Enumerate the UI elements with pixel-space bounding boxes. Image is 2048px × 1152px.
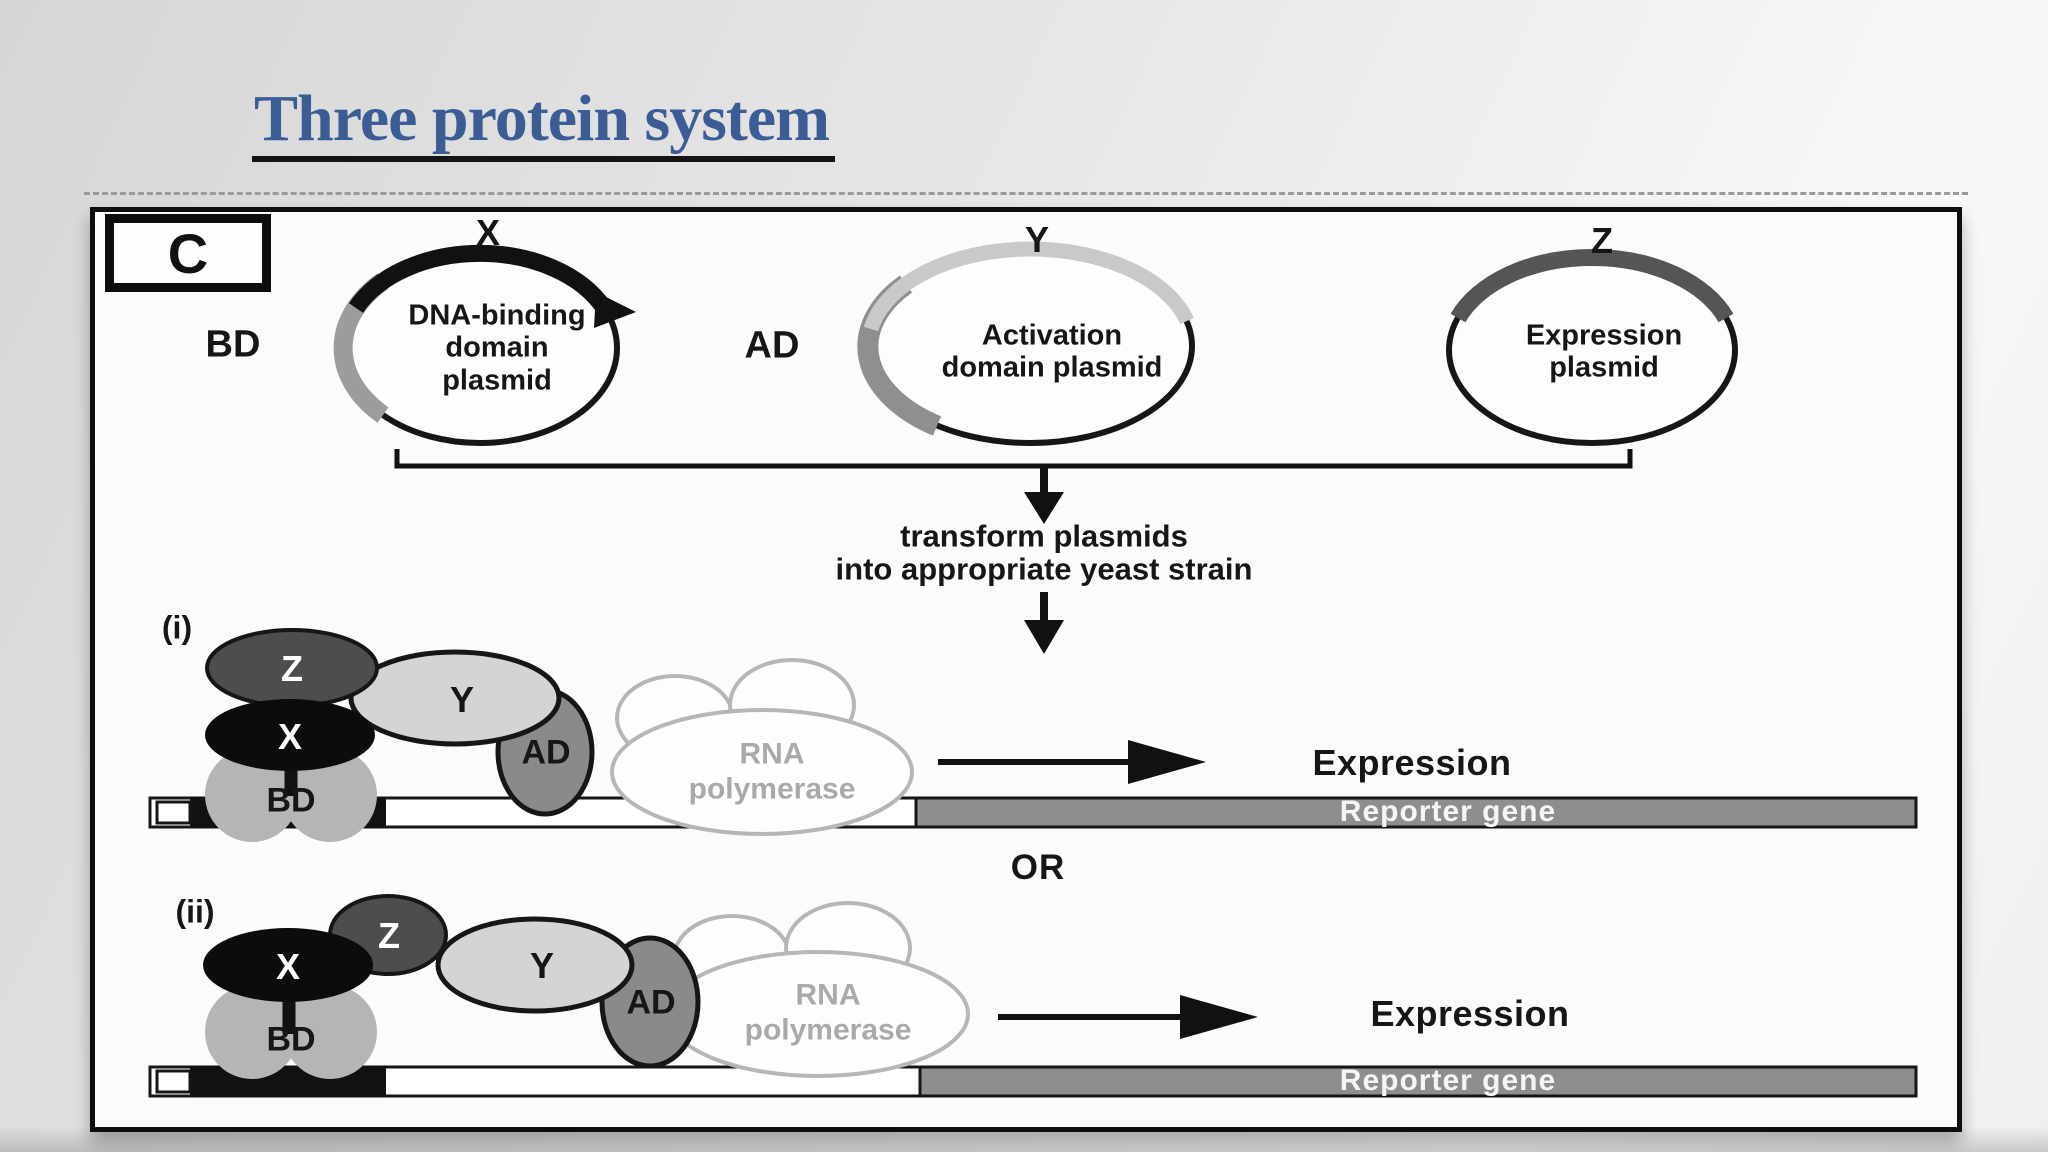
- gene-x-label: X: [475, 212, 501, 253]
- panel-letter-box: C: [105, 214, 271, 292]
- reporter-gene-ii-label: Reporter gene: [1339, 1064, 1557, 1097]
- flow-arrow-2-head: [1024, 620, 1064, 654]
- expression-result-ii: Expression: [1370, 993, 1570, 1034]
- dashed-divider: [84, 192, 1968, 195]
- bd-protein-lobe: [283, 748, 377, 842]
- plasmid-expression-name: Expression plasmid: [1525, 319, 1683, 384]
- rna-polymerase-body-i: [610, 708, 914, 836]
- plasmid-expression-gene-z-arc: [1450, 249, 1734, 323]
- x-protein-i: [205, 699, 375, 771]
- rna-polymerase-i-label: RNA polymerase: [688, 737, 856, 806]
- section-ii-label: (ii): [175, 893, 215, 930]
- gene-y-label: Y: [1024, 219, 1050, 260]
- plasmid-ad: [857, 241, 1195, 446]
- or-label: OR: [1010, 848, 1066, 887]
- section-i-label: (i): [161, 609, 193, 646]
- y-protein-i-label: Y: [449, 679, 475, 720]
- bd-protein-ii-label: BD: [266, 1020, 316, 1059]
- section-ii-shapes: [148, 894, 1918, 1098]
- gene-z-label: Z: [1591, 220, 1613, 261]
- plasmid-ad-gene-y-arc: [863, 241, 1194, 332]
- z-protein-ii-label: Z: [378, 915, 400, 956]
- y-protein-ii-label: Y: [529, 945, 555, 986]
- z-protein-i-label: Z: [281, 648, 303, 689]
- reporter-gene-bar-i: [914, 796, 1918, 829]
- x-protein-i-label: X: [277, 716, 303, 757]
- plasmid-expression: [1446, 249, 1738, 446]
- transform-step-text: transform plasmids into appropriate yeas…: [835, 518, 1253, 587]
- bd-protein-i-label: BD: [266, 781, 316, 820]
- x-protein-ii-label: X: [275, 946, 301, 987]
- bd-protein-lobe: [205, 985, 299, 1079]
- bracket-line: [394, 449, 1633, 469]
- expression-arrow-i-head: [1128, 740, 1206, 784]
- reporter-gene-bar-ii: [918, 1065, 1918, 1098]
- plasmid-bd-arc-arrowhead: [594, 292, 636, 328]
- bd-protein-lobe: [283, 985, 377, 1079]
- x-protein-ii: [203, 928, 373, 1002]
- reporter-gene-i-label: Reporter gene: [1339, 795, 1557, 828]
- ad-protein-i-label: AD: [521, 733, 571, 772]
- operator-white-box-ii: [155, 1069, 192, 1094]
- ad-domain-label: AD: [744, 324, 800, 367]
- y-protein-i: [348, 649, 562, 747]
- flow-arrow-1-head: [1024, 492, 1064, 524]
- bd-domain-label: BD: [205, 323, 261, 366]
- operator-white-box-i: [155, 800, 192, 825]
- plasmid-bd: [333, 244, 636, 446]
- expression-result-i: Expression: [1312, 742, 1512, 783]
- rna-polymerase-ii-label: RNA polymerase: [744, 978, 912, 1047]
- expression-arrow-ii-head: [1180, 995, 1258, 1039]
- page-title: Three protein system: [252, 84, 836, 163]
- bd-protein-lobe: [205, 748, 299, 842]
- plasmid-bd-name: DNA-binding domain plasmid: [408, 299, 586, 397]
- y-protein-ii: [435, 916, 635, 1014]
- plasmid-ad-name: Activation domain plasmid: [941, 319, 1163, 384]
- ad-protein-ii-label: AD: [626, 983, 676, 1022]
- section-i-shapes: [148, 628, 1918, 842]
- plasmid-bd-gene-x-arc: [348, 244, 612, 313]
